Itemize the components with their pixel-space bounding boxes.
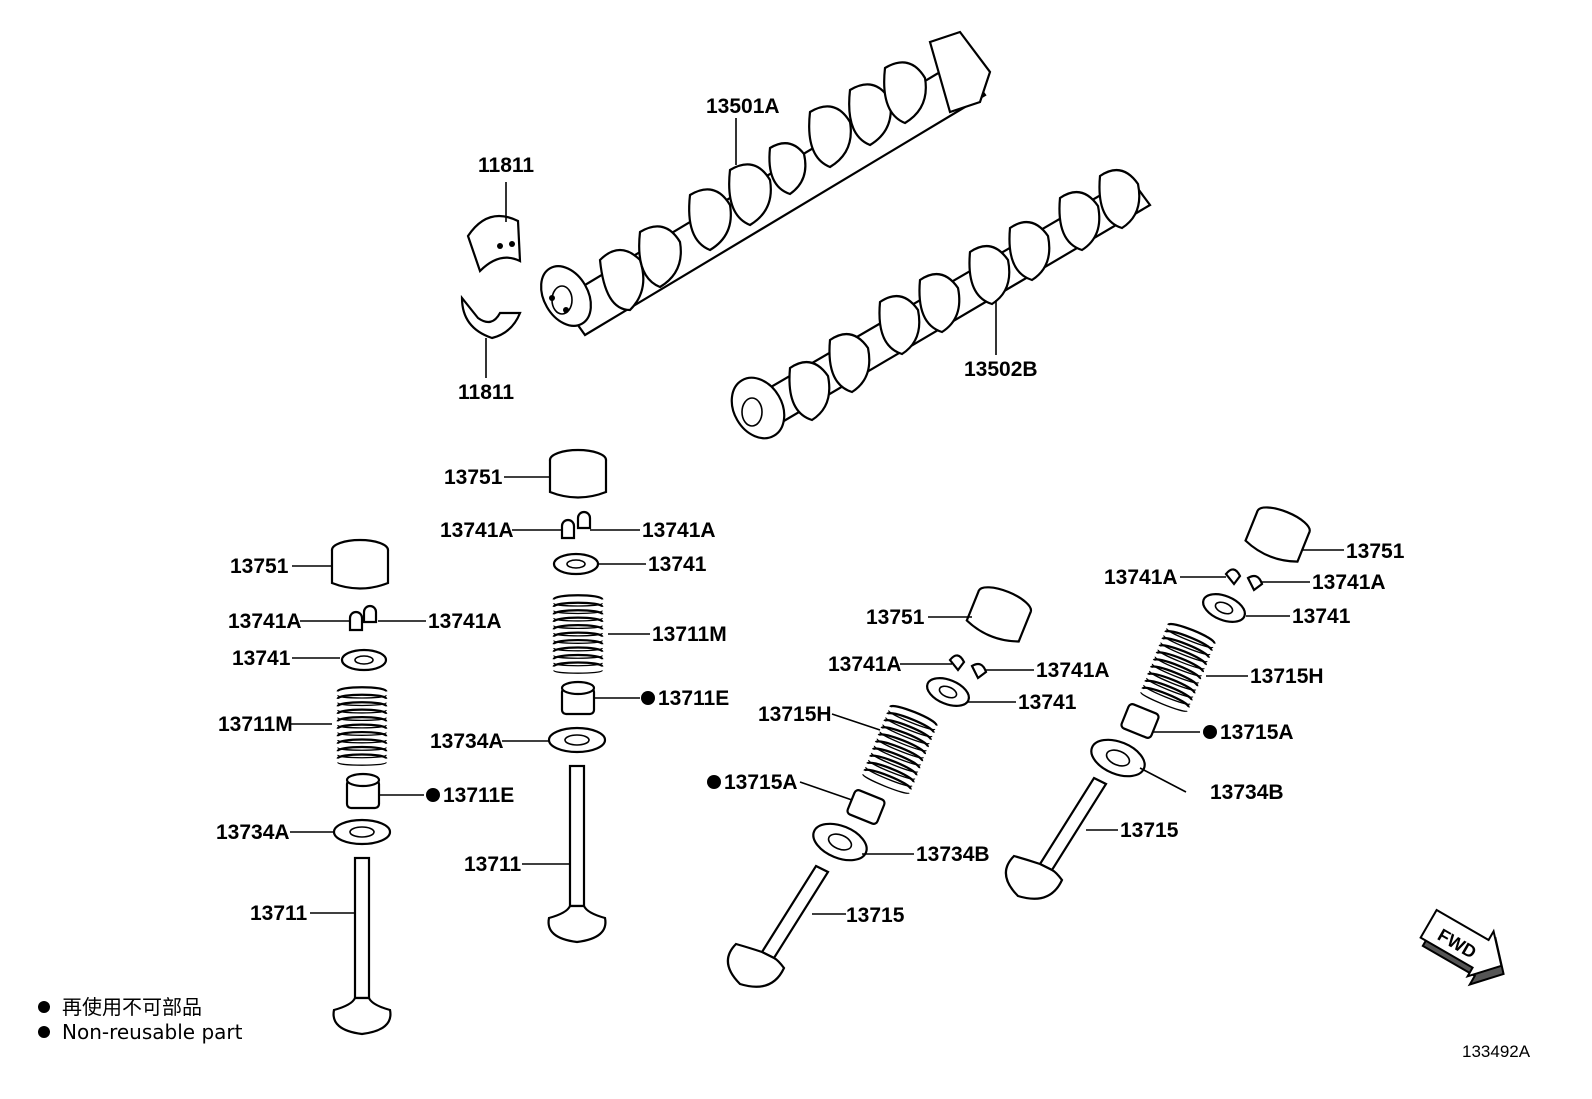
label-valve-1: 13711 bbox=[250, 902, 308, 925]
label-valve-4: 13715 bbox=[1120, 819, 1179, 842]
leader-lines bbox=[290, 118, 1344, 915]
label-spring-3: 13715H bbox=[758, 703, 832, 726]
label-lifter-3: 13751 bbox=[866, 606, 925, 629]
valve-assembly-1 bbox=[330, 538, 392, 1036]
spring-2 bbox=[552, 594, 604, 675]
figure-id: 133492A bbox=[1462, 1042, 1531, 1061]
label-retainer-2: 13741 bbox=[648, 553, 707, 576]
label-keeper-4b: 13741A bbox=[1312, 571, 1386, 594]
lifter-2 bbox=[548, 448, 608, 499]
seat-1 bbox=[332, 818, 392, 846]
legend: 再使用不可部品 Non-reusable part bbox=[38, 995, 243, 1044]
retainer-2 bbox=[552, 552, 600, 576]
spring-1 bbox=[336, 686, 388, 767]
label-valve-3: 13715 bbox=[846, 904, 905, 927]
label-spring-1: 13711M bbox=[218, 713, 293, 736]
label-retainer-1: 13741 bbox=[232, 647, 291, 670]
seal-1 bbox=[345, 772, 381, 810]
seat-4 bbox=[1090, 738, 1146, 778]
part-labels: 13501A 13502B 11811 11811 13751 13741A 1… bbox=[216, 95, 1405, 927]
label-keeper-2a: 13741A bbox=[440, 519, 514, 542]
retainer-3 bbox=[926, 677, 970, 707]
legend-jp: 再使用不可部品 bbox=[62, 995, 202, 1019]
retainer-1 bbox=[340, 648, 388, 672]
label-retainer-3: 13741 bbox=[1018, 691, 1077, 714]
label-seal-1: 13711E bbox=[443, 784, 514, 807]
exhaust-camshaft bbox=[730, 168, 1152, 440]
seal-4 bbox=[1120, 703, 1160, 739]
seal-3 bbox=[846, 789, 886, 825]
label-spring-4: 13715H bbox=[1250, 665, 1324, 688]
valve-assembly-2 bbox=[547, 448, 608, 944]
valve-assembly-3 bbox=[726, 586, 1033, 988]
keeper-3 bbox=[948, 654, 988, 680]
label-keeper-3a: 13741A bbox=[828, 653, 902, 676]
label-lifter-1: 13751 bbox=[230, 555, 289, 578]
valve-2 bbox=[547, 764, 607, 944]
spring-3 bbox=[860, 701, 940, 797]
label-seal-2: 13711E bbox=[658, 687, 729, 710]
label-lifter-4: 13751 bbox=[1346, 540, 1405, 563]
label-retainer-4: 13741 bbox=[1292, 605, 1351, 628]
label-cam-exhaust: 13502B bbox=[964, 358, 1038, 381]
retainer-4 bbox=[1202, 593, 1246, 623]
legend-en: Non-reusable part bbox=[62, 1020, 243, 1044]
label-seat-4: 13734B bbox=[1210, 781, 1284, 804]
label-seat-3: 13734B bbox=[916, 843, 990, 866]
label-bearing-upper: 11811 bbox=[478, 154, 534, 177]
label-seal-3: 13715A bbox=[724, 771, 798, 794]
label-keeper-3b: 13741A bbox=[1036, 659, 1110, 682]
non-reusable-bullets bbox=[426, 691, 1217, 802]
seat-3 bbox=[812, 822, 868, 862]
lifter-3 bbox=[965, 586, 1033, 643]
fwd-arrow: FWD bbox=[1419, 908, 1505, 987]
lifter-4 bbox=[1244, 506, 1311, 563]
label-cam-intake: 13501A bbox=[706, 95, 780, 118]
label-bearing-lower: 11811 bbox=[458, 381, 514, 404]
label-lifter-2: 13751 bbox=[444, 466, 503, 489]
label-keeper-4a: 13741A bbox=[1104, 566, 1178, 589]
label-keeper-2b: 13741A bbox=[642, 519, 716, 542]
label-valve-2: 13711 bbox=[464, 853, 522, 876]
label-seat-1: 13734A bbox=[216, 821, 290, 844]
keeper-1 bbox=[348, 604, 378, 632]
valve-3 bbox=[726, 864, 830, 988]
label-keeper-1a: 13741A bbox=[228, 610, 302, 633]
seat-2 bbox=[547, 726, 607, 754]
lifter-1 bbox=[330, 538, 390, 590]
label-spring-2: 13711M bbox=[652, 623, 727, 646]
valve-assembly-4 bbox=[1004, 506, 1311, 900]
label-keeper-1b: 13741A bbox=[428, 610, 502, 633]
valve-4 bbox=[1004, 776, 1108, 900]
valve-1 bbox=[332, 856, 392, 1036]
seal-2 bbox=[560, 680, 596, 716]
keeper-2 bbox=[560, 510, 592, 540]
spring-4 bbox=[1138, 619, 1218, 715]
bearing-lower bbox=[460, 294, 522, 340]
intake-camshaft bbox=[540, 30, 992, 337]
label-seal-4: 13715A bbox=[1220, 721, 1294, 744]
bearing-upper bbox=[466, 214, 522, 274]
label-seat-2: 13734A bbox=[430, 730, 504, 753]
keeper-4 bbox=[1224, 568, 1264, 592]
